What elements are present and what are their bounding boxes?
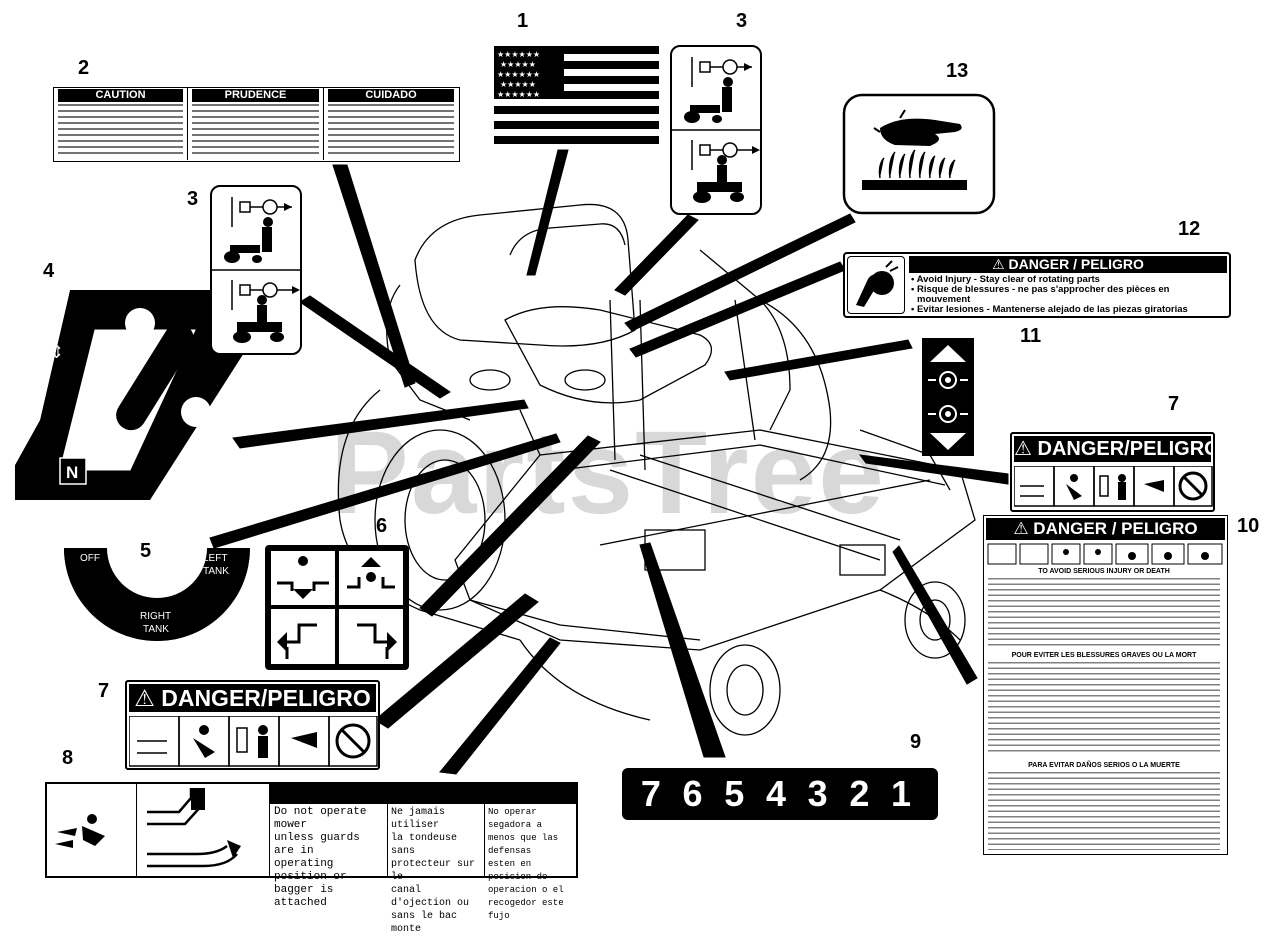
prudence-header: PRUDENCE (192, 89, 319, 102)
callout-10: 10 (1237, 515, 1260, 537)
danger-decal-left-icons (129, 716, 378, 767)
throttle-decal-top (670, 45, 762, 215)
danger-decal-main-icons (987, 543, 1223, 565)
callout-5: 5 (140, 540, 152, 562)
danger-main-heading-en: TO AVOID SERIOUS INJURY OR DEATH (1038, 568, 1170, 575)
danger-decal-left-title: ⚠ DANGER/PELIGRO (129, 684, 376, 712)
discharge-hazard-icon (55, 814, 105, 848)
svg-text:★★★★★★: ★★★★★★ (497, 50, 540, 59)
danger-decal-right-title: ⚠ DANGER/PELIGRO (1014, 436, 1211, 462)
callout-3-left: 3 (187, 188, 199, 210)
leader-lines (209, 149, 1009, 775)
svg-text:★★★★★★: ★★★★★★ (497, 70, 540, 79)
motion-control-decal (265, 545, 409, 670)
lift-lever-decal (922, 338, 974, 456)
callout-9: 9 (910, 731, 922, 753)
rotating-parts-decal: ⚠ DANGER / PELIGRO • Avoid Injury - Stay… (843, 252, 1231, 318)
danger-decal-right-icons (1014, 466, 1213, 507)
height-digit: 3 (807, 773, 828, 814)
caution-text (58, 104, 183, 154)
flag-stars: ★★★★★★ ★★★★★ ★★★★★★ ★★★★★ ★★★★★★ (497, 50, 540, 99)
fuel-right-label: RIGHT (140, 611, 172, 622)
danger-main-text-en (988, 578, 1220, 648)
guard-warning-en: Do not operate mower unless guards are i… (270, 804, 388, 909)
height-digit: 4 (765, 773, 786, 814)
fuel-off-label: OFF (80, 553, 100, 564)
caution-header: CAUTION (58, 89, 183, 102)
danger-decal-right: ⚠ DANGER/PELIGRO (1010, 432, 1215, 512)
danger-main-heading-es: PARA EVITAR DAÑOS SERIOS O LA MUERTE (1028, 762, 1180, 769)
fuel-left-tank-label: TANK (203, 566, 229, 577)
rotating-parts-text: • Avoid Injury - Stay clear of rotating … (911, 274, 1188, 315)
callout-6: 6 (376, 515, 388, 537)
danger-main-text-fr (988, 662, 1220, 754)
watermark: PartsTree (330, 407, 886, 539)
throttle-decal-left (210, 185, 302, 355)
callout-2: 2 (78, 57, 90, 79)
motion-control-icons (271, 551, 403, 664)
flag-decal: ★★★★★★ ★★★★★ ★★★★★★ ★★★★★ ★★★★★★ (494, 46, 659, 146)
svg-text:★★★★★: ★★★★★ (500, 80, 536, 89)
rotating-parts-pictogram (847, 256, 905, 314)
fuel-selector-decal (64, 548, 250, 641)
callout-7-right: 7 (1168, 393, 1180, 415)
callout-11: 11 (1020, 325, 1042, 347)
fuel-right-tank-label: TANK (143, 624, 169, 635)
svg-text:⇕: ⇕ (49, 342, 64, 363)
height-digit: 1 (891, 773, 912, 814)
svg-text:★★★★★: ★★★★★ (500, 60, 536, 69)
cuidado-header: CUIDADO (328, 89, 454, 102)
callout-12: 12 (1178, 218, 1201, 240)
caution-decal: CAUTION PRUDENCE CUIDADO (53, 87, 460, 162)
danger-main-text-es (988, 772, 1220, 850)
callout-4: 4 (43, 260, 55, 282)
guard-warning-es: No operar segadora a menos que las defen… (488, 807, 564, 921)
throttle-icons-top (672, 57, 760, 203)
callout-1: 1 (517, 10, 529, 32)
danger-main-heading-fr: POUR EVITER LES BLESSURES GRAVES OU LA M… (1011, 652, 1197, 659)
callout-3-top: 3 (736, 10, 748, 32)
guard-chute-pictogram (137, 784, 270, 876)
guard-warning-fr: Ne jamais utiliser la tondeuse sans prot… (388, 804, 485, 935)
shift-gate-decal: ⇕ ⇕ N (15, 290, 265, 500)
height-digit: 5 (724, 773, 745, 814)
height-of-cut-decal: 7 6 5 4 3 2 1 (622, 768, 938, 820)
height-digit: 7 (640, 773, 661, 814)
danger-decal-main: ⚠ DANGER / PELIGRO TO AVOID SERIOUS INJU… (983, 515, 1228, 855)
danger-decal-left: ⚠ DANGER/PELIGRO (125, 680, 380, 770)
callout-13: 13 (946, 60, 969, 82)
svg-text:★★★★★★: ★★★★★★ (497, 90, 540, 99)
guard-warning-decal: Do not operate mower unless guards are i… (45, 782, 578, 935)
guard-warning-header-bar (270, 784, 576, 804)
cuidado-text (328, 104, 454, 154)
discharge-chute-icon (147, 788, 241, 868)
callout-8: 8 (62, 747, 74, 769)
hot-surface-decal (842, 93, 996, 215)
throttle-icons-left (212, 197, 300, 343)
height-digit: 6 (682, 773, 703, 814)
height-digit: 2 (849, 773, 870, 814)
rotating-hand-icon (856, 260, 899, 307)
rotating-parts-title: ⚠ DANGER / PELIGRO (909, 256, 1227, 273)
guard-warning-pictogram (47, 784, 137, 876)
prudence-text (192, 104, 319, 154)
callout-7-left: 7 (98, 680, 110, 702)
svg-text:N: N (66, 463, 78, 482)
svg-text:⇕: ⇕ (112, 454, 127, 475)
danger-decal-main-title: ⚠ DANGER / PELIGRO (986, 518, 1225, 540)
fuel-left-label: LEFT (203, 553, 228, 564)
